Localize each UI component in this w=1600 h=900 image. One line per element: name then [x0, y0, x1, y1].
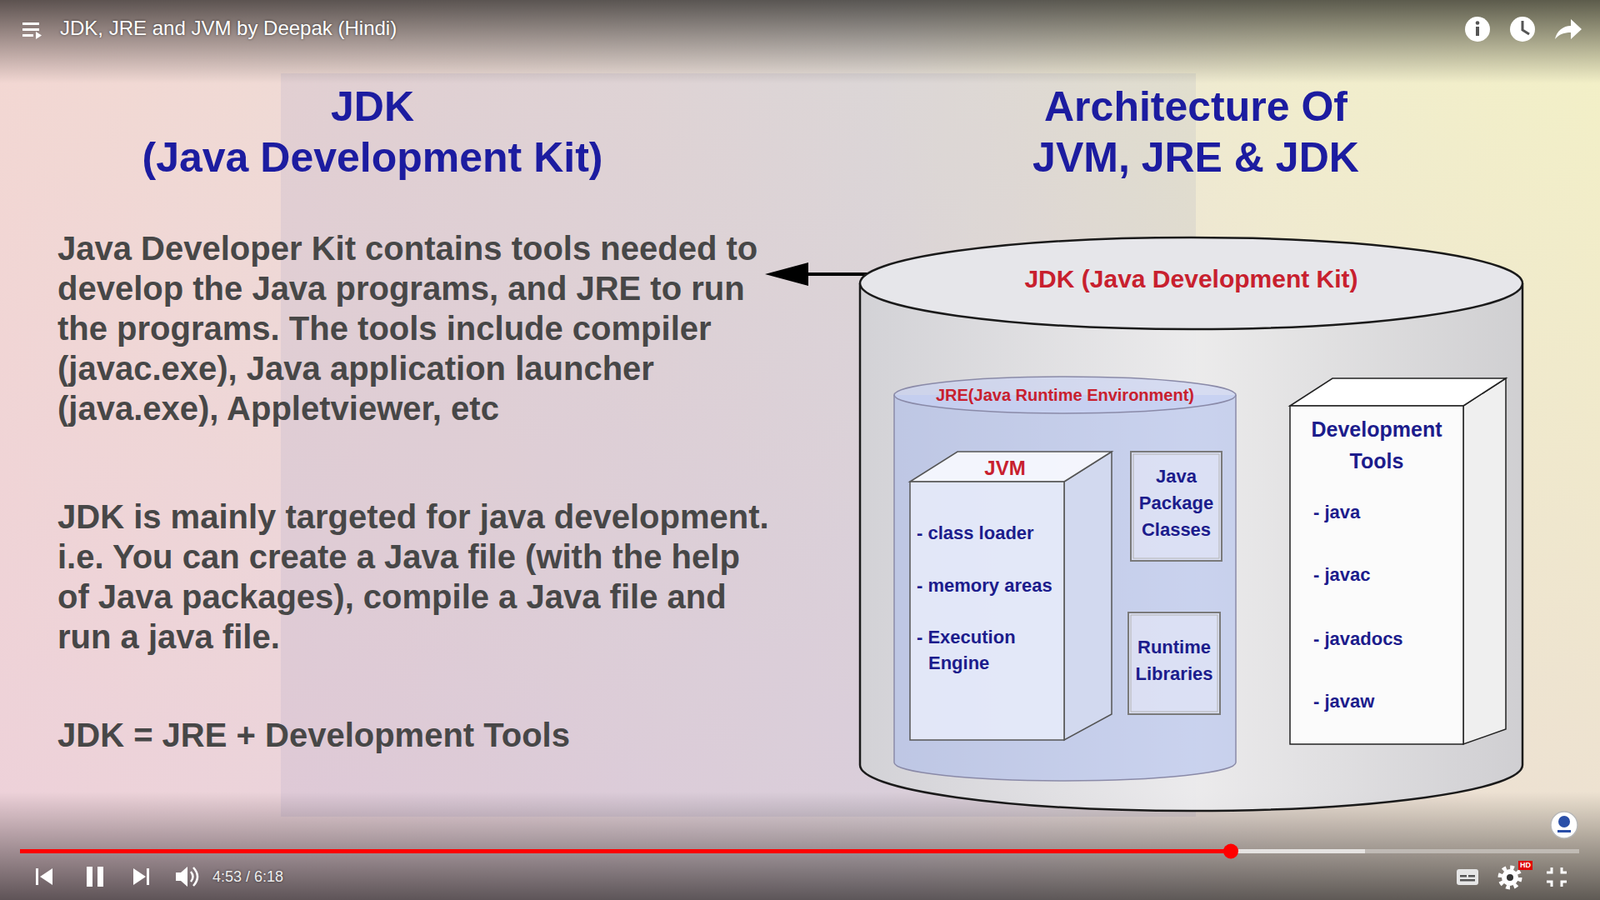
jre-cylinder: JRE(Java Runtime Environment) JVM - class … — [894, 376, 1236, 781]
icon-corner — [1546, 881, 1552, 887]
description-text: JDK is mainly targeted for java developm… — [57, 496, 791, 657]
gear-body — [1501, 869, 1519, 886]
list-item: - javac — [1313, 562, 1455, 588]
box-label: Java Package Classes — [1134, 463, 1219, 544]
video-title: JDK, JRE and JVM by Deepak (Hindi) — [60, 16, 810, 40]
diagram-title: Architecture Of JVM, JRE & JDK — [945, 81, 1446, 184]
pause-button — [86, 866, 104, 887]
logo-mark — [1558, 815, 1570, 828]
bottom-shade — [0, 791, 1600, 900]
slide-heading: JDK (Java Development Kit) — [122, 81, 623, 184]
icon-triangle — [40, 868, 53, 885]
icon-corner — [1546, 867, 1552, 873]
icon-bar — [35, 868, 39, 885]
icon-dot — [1475, 20, 1480, 25]
logo-circle — [1550, 811, 1578, 839]
box-border — [1130, 451, 1222, 561]
tools-box: Development Tools - java - javac - javadocs… — [1290, 378, 1506, 745]
logo-bar — [1557, 830, 1571, 833]
cylinder-body — [860, 283, 1523, 811]
hd-badge: HD — [1518, 860, 1533, 870]
cylinder-top — [894, 376, 1236, 414]
icon-frame — [1456, 869, 1479, 885]
exit-fullscreen-button — [1546, 867, 1567, 887]
icon-triangle — [133, 868, 146, 885]
progress-track — [20, 849, 1580, 854]
list-item: - javaw — [1313, 689, 1455, 715]
box-inner-border — [1133, 454, 1220, 559]
clock-icon — [1510, 16, 1535, 42]
gear-teeth — [1500, 867, 1520, 888]
subtitles-button — [1456, 869, 1479, 885]
icon-bar — [22, 22, 40, 25]
box-inner-border — [1130, 615, 1218, 712]
icon-line — [1468, 875, 1475, 878]
package-box: Java Package Classes — [1130, 451, 1222, 561]
icon-bar — [146, 868, 150, 885]
gear-hole — [1506, 874, 1514, 881]
speaker-shape — [175, 866, 188, 887]
progress-played — [20, 849, 1231, 854]
time-display: 4:53 / 6:18 — [212, 867, 380, 886]
icon-bar — [97, 866, 104, 887]
list-item: - java — [1313, 500, 1455, 525]
box-front-face — [1290, 405, 1464, 745]
cylinder-top — [860, 237, 1523, 330]
box-border — [1128, 612, 1220, 715]
icon-bar — [22, 28, 40, 31]
formula-text: JDK = JRE + Development Tools — [57, 715, 791, 755]
libraries-box: Runtime Libraries — [1128, 612, 1220, 715]
clock-hands — [1522, 20, 1530, 35]
list-item: - javadocs — [1313, 626, 1455, 652]
progress-scrubber — [1223, 844, 1239, 860]
node-label: JDK (Java Development Kit) — [1010, 262, 1373, 296]
share-icon — [1555, 19, 1582, 40]
arrow-head — [765, 262, 809, 286]
next-button — [133, 868, 150, 885]
settings-button — [1500, 867, 1520, 888]
cylinder-side — [860, 283, 1523, 811]
icon-line — [1460, 875, 1467, 878]
info-icon — [1465, 16, 1490, 42]
icon-line — [1460, 879, 1475, 882]
cylinder-side — [894, 395, 1236, 781]
volume-button — [175, 866, 198, 887]
box-heading: JVM — [963, 456, 1047, 480]
box-side-face — [1463, 378, 1506, 745]
box-heading: Development Tools — [1293, 413, 1460, 477]
icon-stem — [1475, 26, 1480, 36]
channel-logo — [1550, 811, 1578, 839]
list-item: - class loader — [916, 520, 1060, 546]
previous-button — [35, 868, 53, 885]
icon-bar — [86, 866, 93, 887]
sound-wave — [190, 871, 194, 882]
icon-corner — [1561, 867, 1567, 873]
jvm-box: JVM - class loader - memory areas - Executi… — [910, 451, 1112, 740]
description-text: Java Developer Kit contains tools needed… — [57, 228, 791, 429]
list-item: - Execution Engine — [916, 624, 1060, 676]
cylinder-body — [894, 395, 1236, 781]
icon-circle — [1465, 16, 1490, 42]
progress-buffered — [20, 849, 1365, 854]
box-front-face — [910, 481, 1065, 740]
playlist-icon — [22, 22, 42, 40]
box-side-face — [1064, 451, 1112, 740]
jdk-cylinder: JDK (Java Development Kit) JRE(Java Runti… — [860, 237, 1523, 811]
icon-triangle — [35, 31, 42, 40]
icon-circle — [1510, 16, 1535, 42]
node-label: JRE(Java Runtime Environment) — [927, 385, 1203, 405]
box-label: Runtime Libraries — [1131, 634, 1217, 688]
list-item: - memory areas — [916, 572, 1060, 599]
top-shade — [0, 0, 1600, 84]
box-top-face — [910, 451, 1112, 482]
box-top-face — [1290, 378, 1506, 406]
icon-bar — [22, 34, 34, 37]
icon-corner — [1561, 881, 1567, 887]
sound-wave — [193, 867, 198, 886]
